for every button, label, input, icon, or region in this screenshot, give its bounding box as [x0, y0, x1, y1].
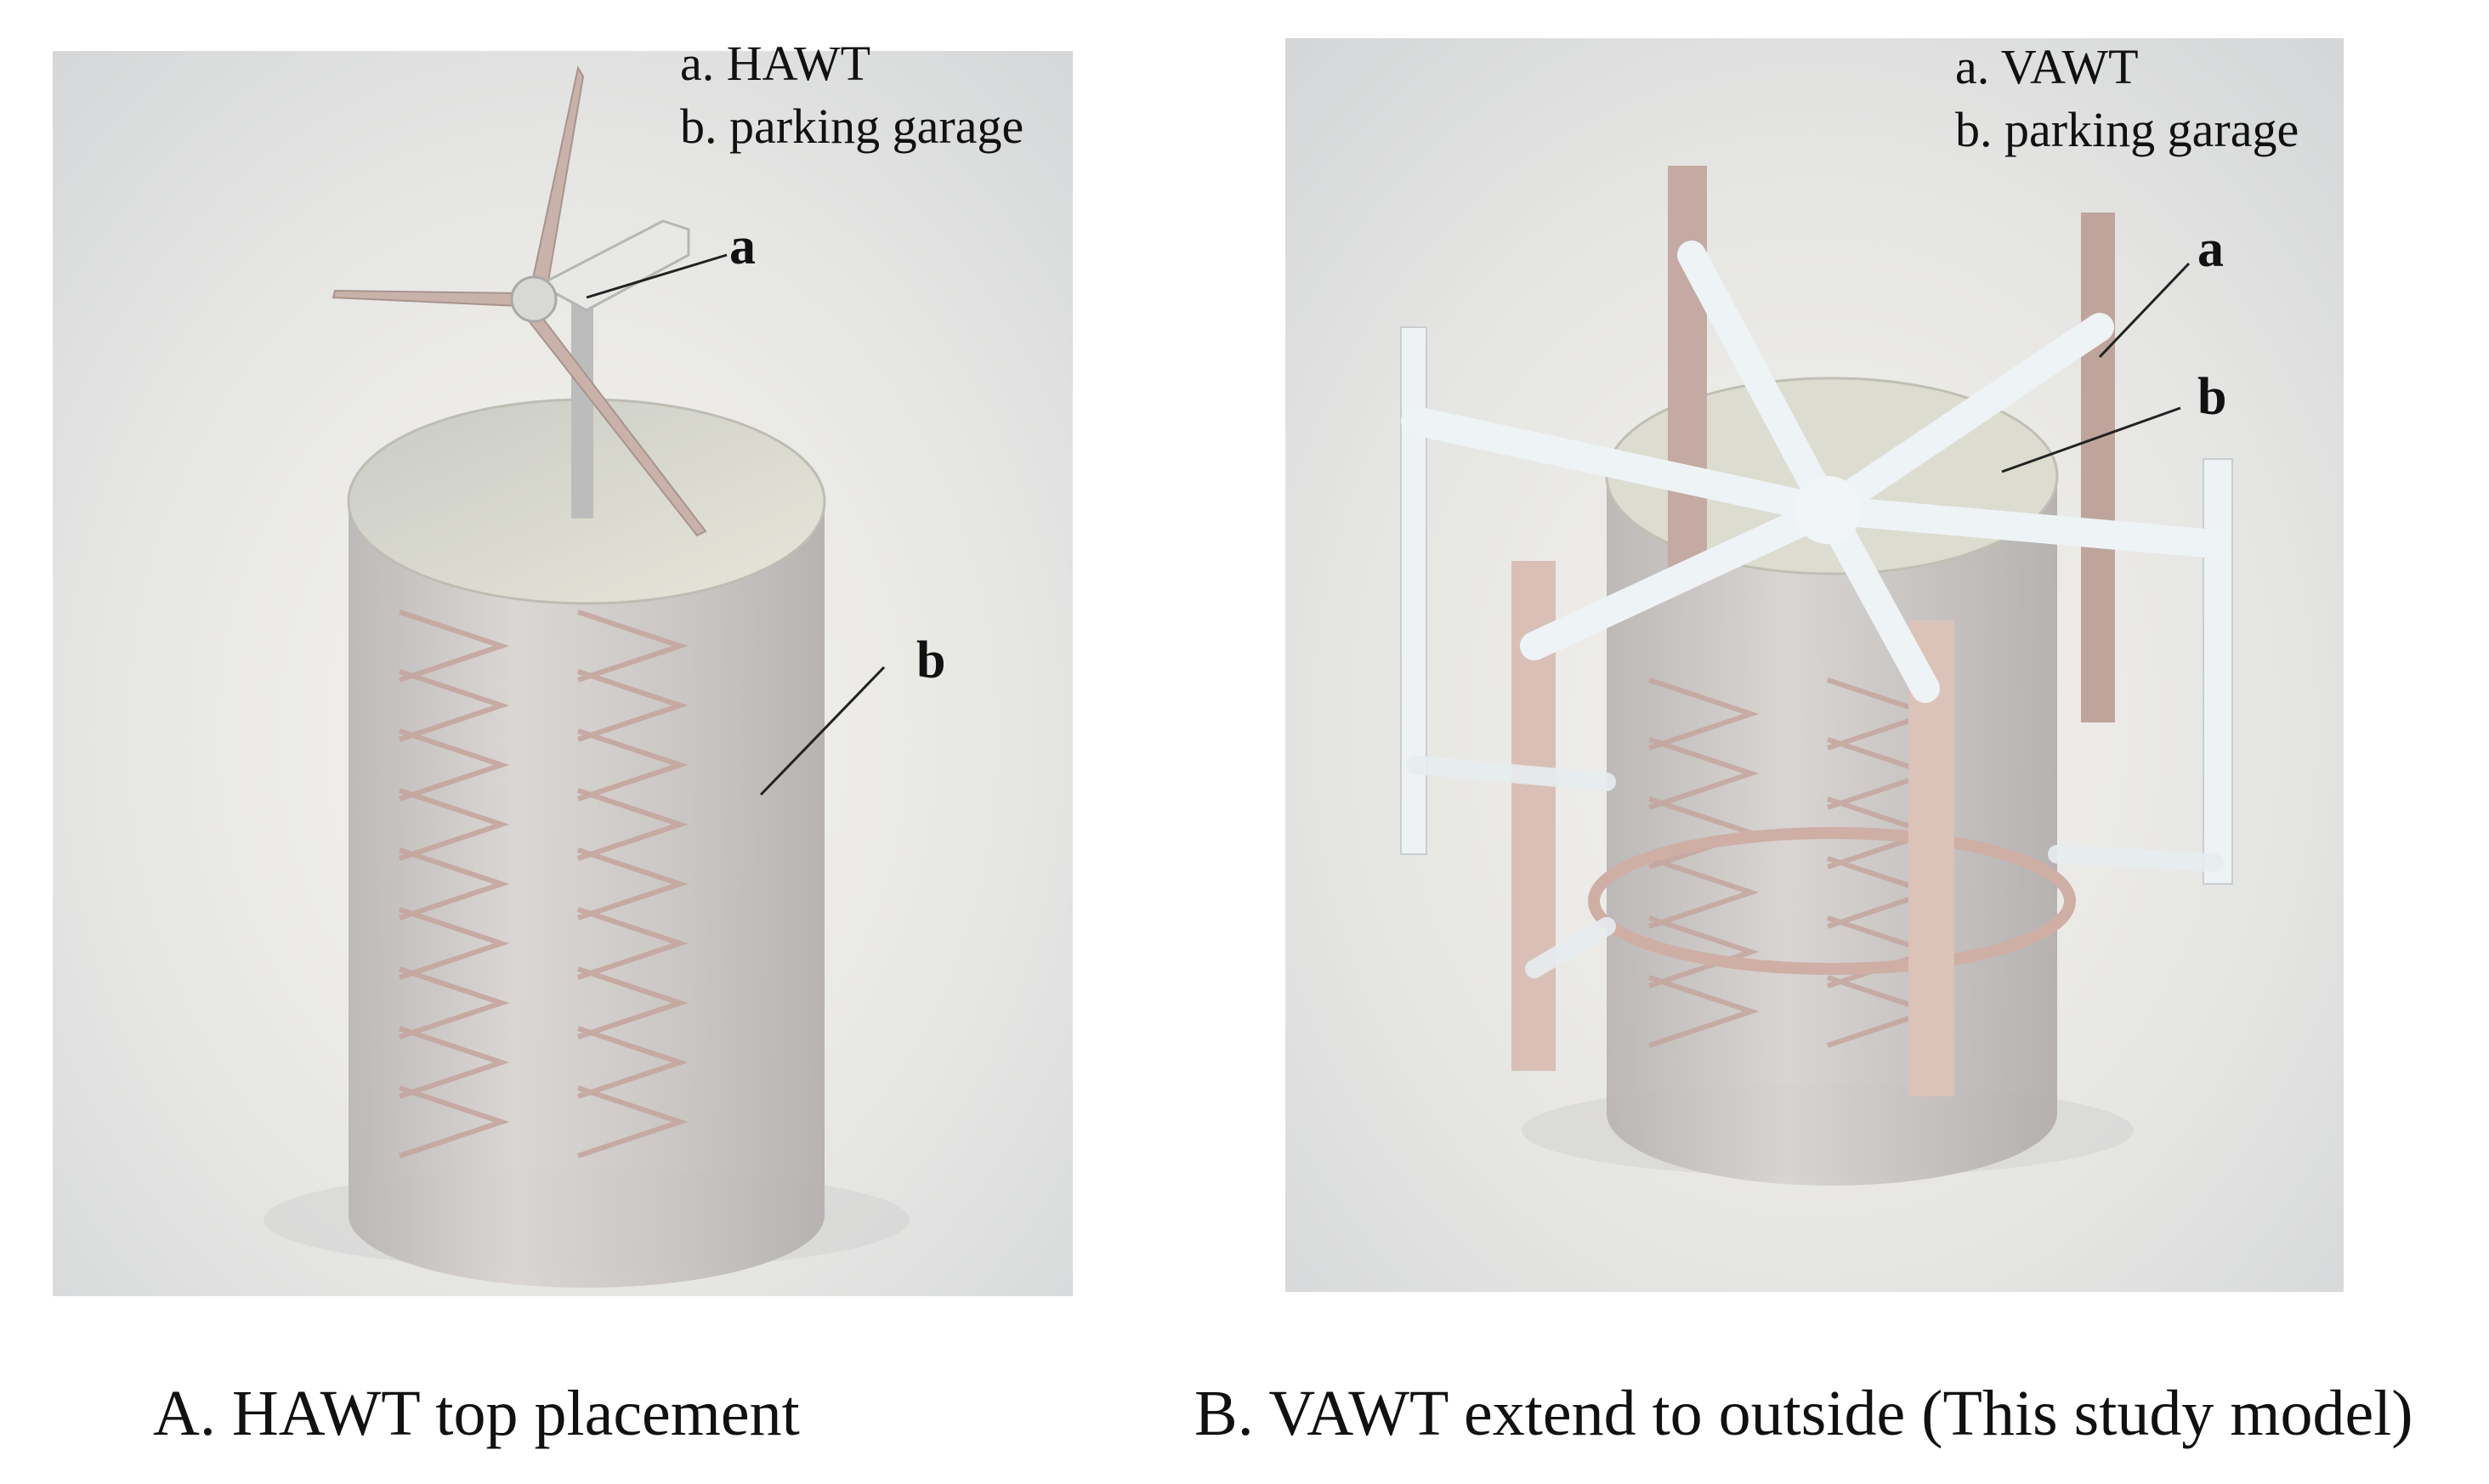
leader-line-a — [586, 253, 728, 299]
ramp-slabs — [399, 609, 689, 1158]
leader-line-b — [759, 666, 886, 796]
legend-item-a: a. HAWT — [680, 36, 871, 91]
callout-b: b — [916, 632, 946, 689]
legend-panel-a: a. HAWT b. parking garage — [680, 32, 1023, 158]
parking-garage-cylinder — [349, 501, 825, 1288]
hawt-blades — [332, 65, 707, 537]
hawt-hub — [510, 275, 558, 323]
caption-panel-a: A. HAWT top placement — [153, 1378, 800, 1449]
legend-item-b: b. parking garage — [680, 99, 1024, 154]
hawt-tower — [571, 297, 593, 518]
hawt-nacelle — [536, 219, 690, 312]
callout-a: a — [729, 218, 756, 275]
